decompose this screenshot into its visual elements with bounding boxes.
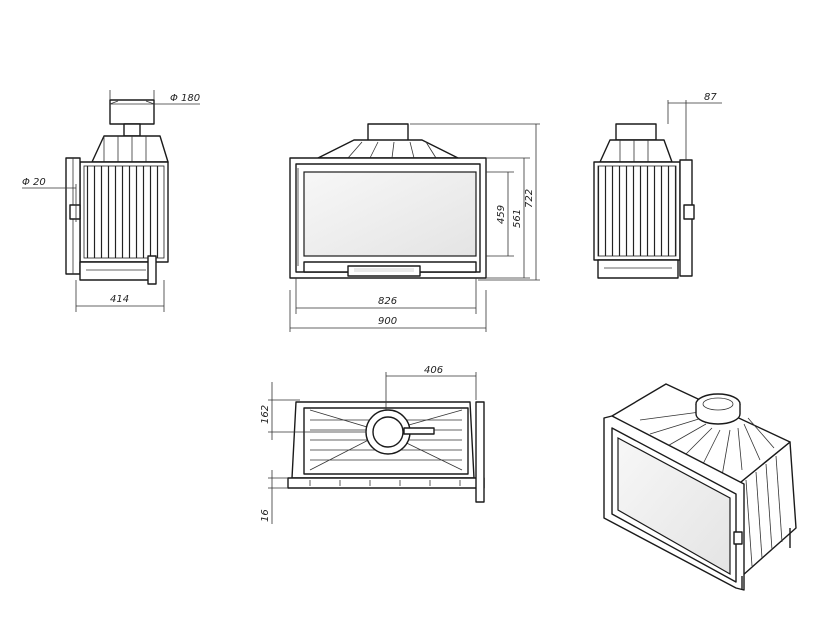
dim-side-diameter: Φ 20: [22, 177, 46, 188]
dim-depth-414: 414: [110, 294, 129, 305]
front-view: 826 900 459 561 722: [289, 123, 540, 332]
top-view: 406 162 16: [260, 365, 485, 524]
dim-right-offset: 87: [704, 92, 717, 103]
dim-total-height: 722: [524, 189, 535, 208]
dim-outlet-depth: 162: [260, 405, 271, 424]
dim-outer-width: 900: [378, 316, 397, 327]
side-view-left: Φ 180 Φ 20 414: [22, 90, 200, 312]
dim-glass-height: 459: [496, 205, 507, 224]
dim-inner-width: 826: [378, 296, 397, 307]
dim-top-diameter: Φ 180: [170, 93, 200, 104]
dim-body-height: 561: [512, 209, 523, 228]
side-view-right: 87: [593, 92, 722, 279]
dim-bottom-gap: 16: [260, 509, 271, 522]
dim-outlet-offset: 406: [424, 365, 443, 376]
isometric-view: [603, 383, 797, 591]
